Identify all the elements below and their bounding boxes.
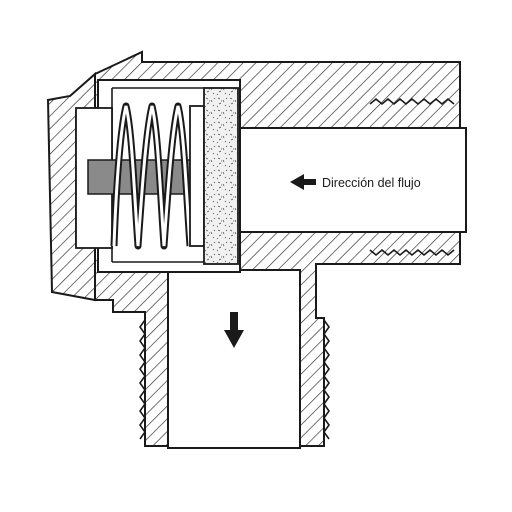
seal-element — [203, 87, 239, 265]
inlet-bore — [237, 127, 467, 233]
flow-direction-label: Dirección del flujo — [322, 176, 421, 190]
piston-disc — [189, 105, 205, 247]
inlet-threads — [369, 97, 455, 257]
outlet-threads — [139, 319, 330, 440]
arrow-left-icon — [290, 174, 316, 190]
outlet-bore — [167, 269, 301, 449]
arrow-down-icon — [224, 312, 244, 348]
